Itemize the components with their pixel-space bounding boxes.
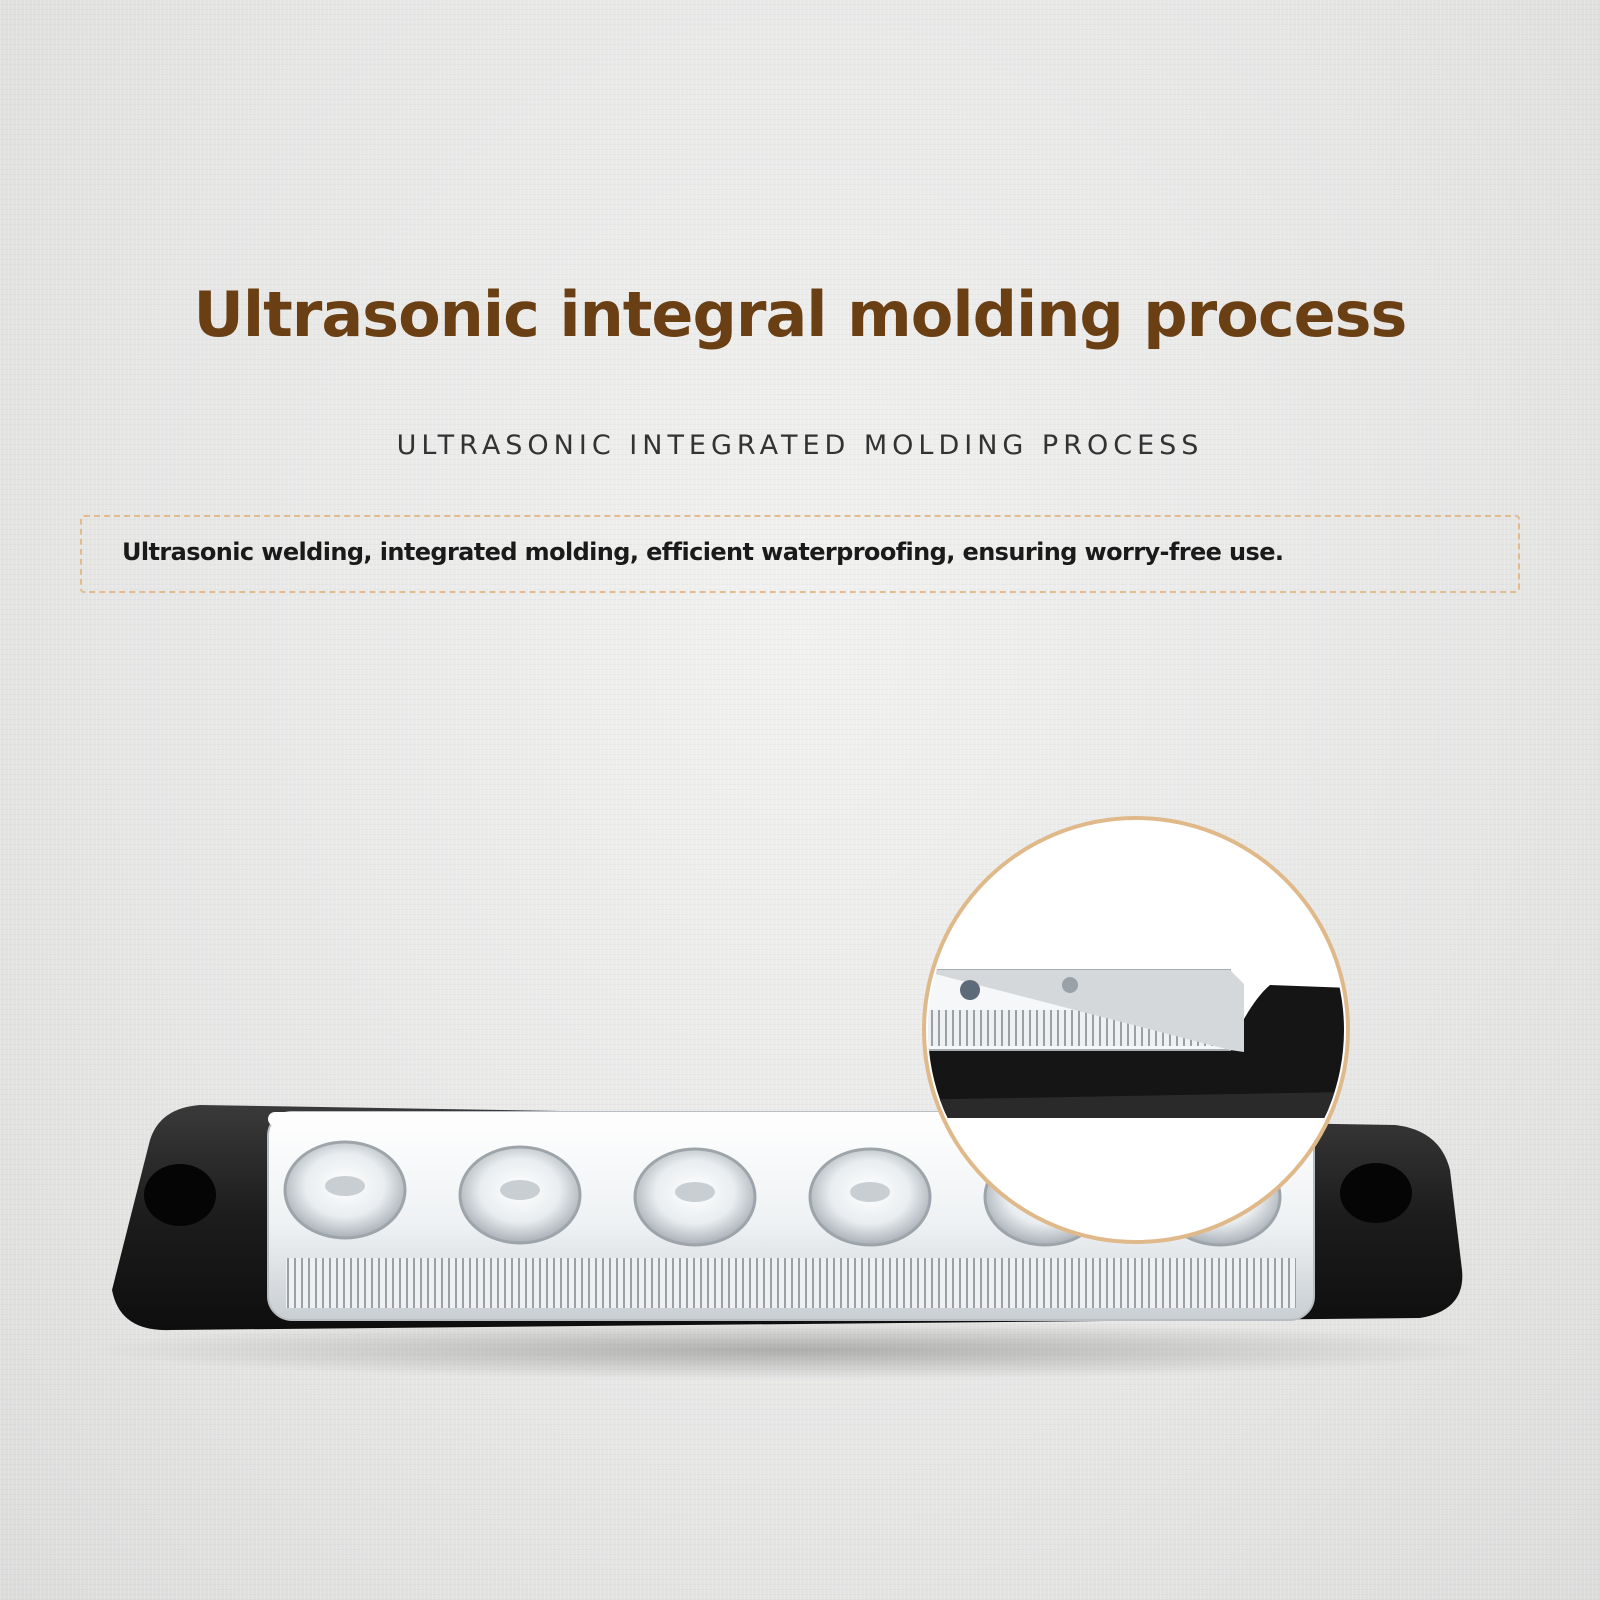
page-subtitle: ULTRASONIC INTEGRATED MOLDING PROCESS bbox=[396, 430, 1204, 461]
description-text: Ultrasonic welding, integrated molding, … bbox=[122, 538, 1284, 566]
mount-hole-left bbox=[144, 1164, 216, 1226]
page-title: Ultrasonic integral molding process bbox=[193, 278, 1408, 351]
led-chip bbox=[675, 1182, 715, 1202]
led-chip bbox=[850, 1182, 890, 1202]
led-chip bbox=[500, 1180, 540, 1200]
led-chip bbox=[325, 1176, 365, 1196]
lens-ribs bbox=[286, 1258, 1296, 1308]
mount-hole-right bbox=[1340, 1163, 1412, 1223]
description-box: Ultrasonic welding, integrated molding, … bbox=[80, 515, 1520, 593]
floor-shadow bbox=[90, 1320, 1490, 1380]
detail-magnifier bbox=[922, 816, 1350, 1244]
